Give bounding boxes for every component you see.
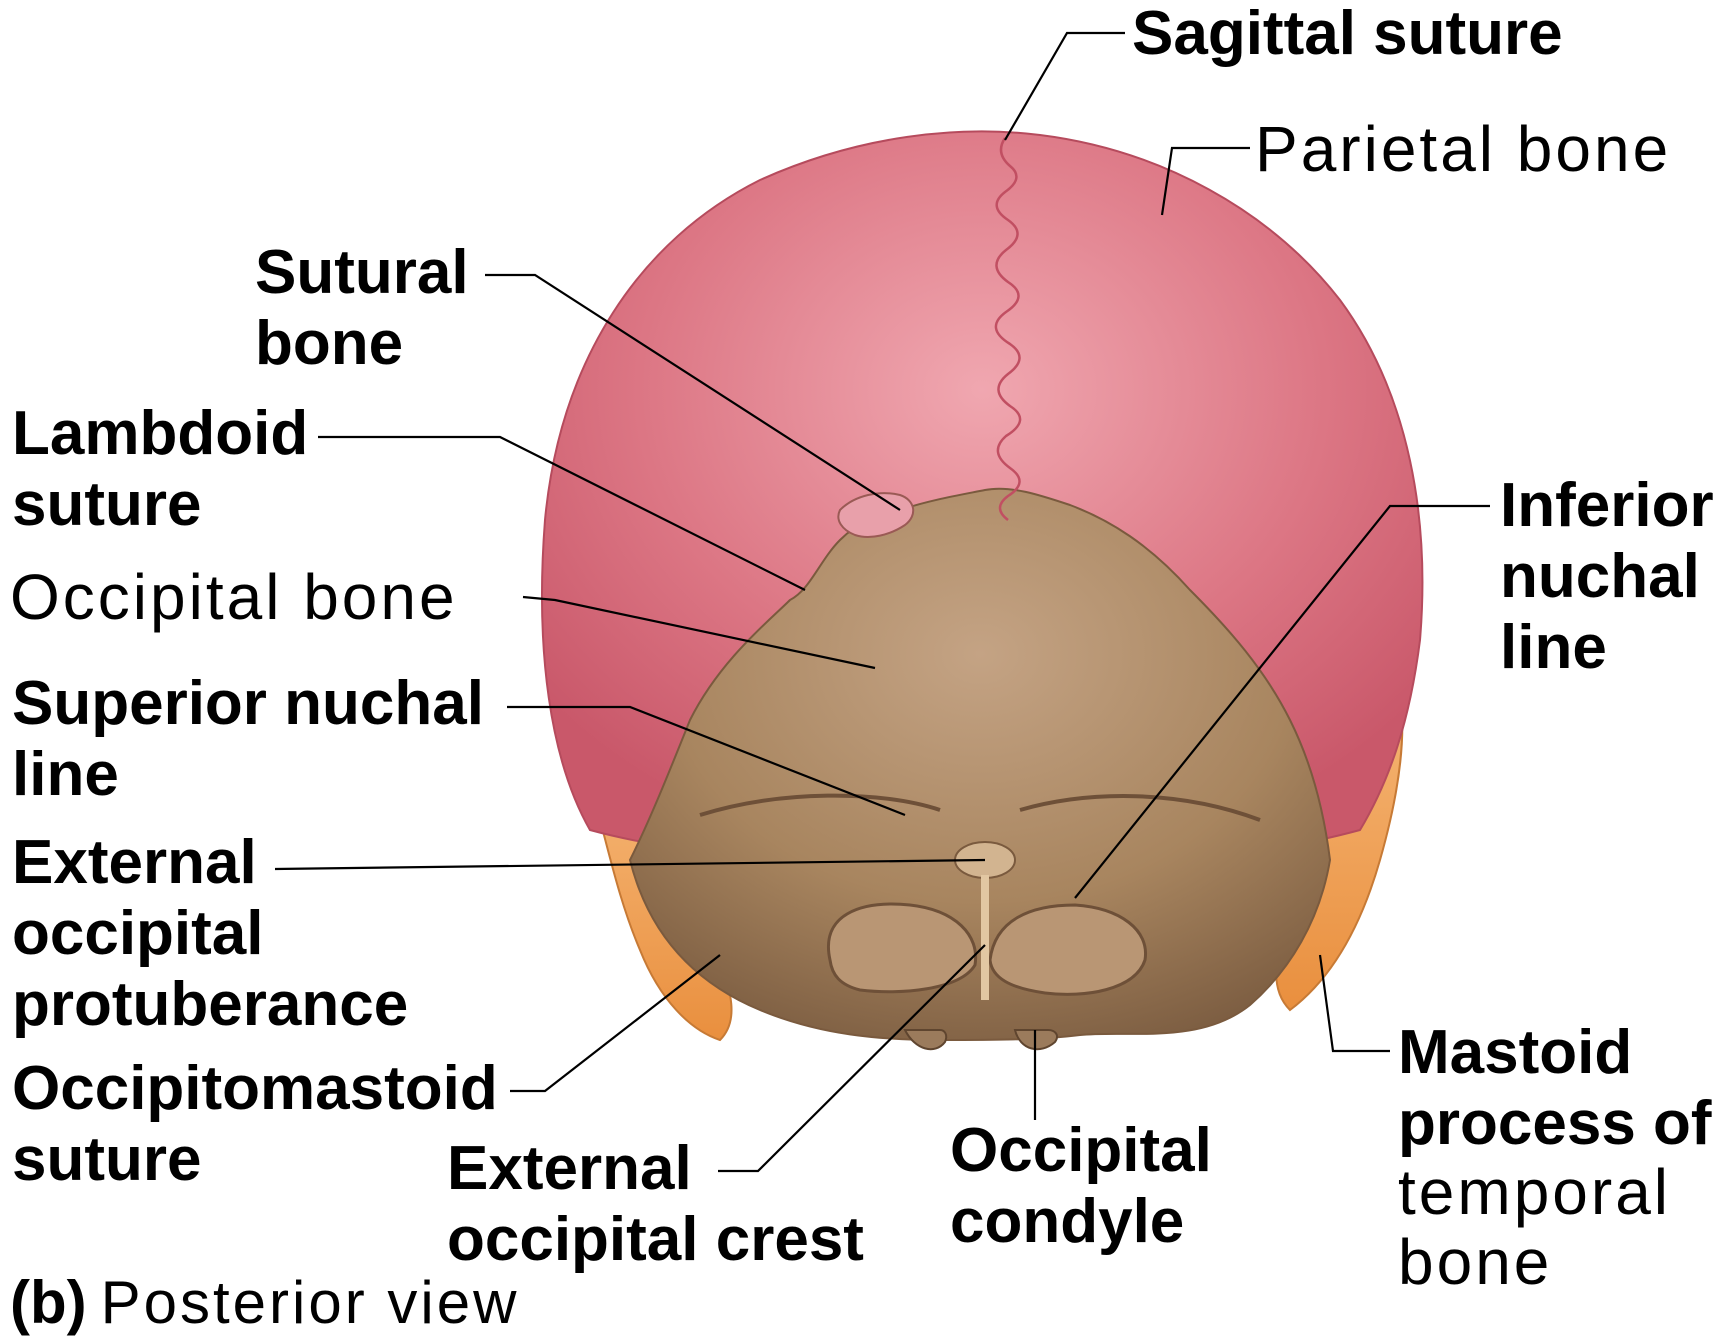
label-protuberance-line3: protuberance: [12, 974, 408, 1036]
label-lambdoid-suture-line2: suture: [12, 474, 308, 536]
label-inferior-nuchal-line3: line: [1500, 617, 1714, 679]
label-inferior-nuchal-line: Inferior nuchal line: [1500, 475, 1714, 679]
label-inferior-nuchal-line1: Inferior: [1500, 475, 1714, 537]
label-occipital-bone: Occipital bone: [10, 565, 458, 629]
label-temporal-line2: bone: [1398, 1230, 1671, 1294]
label-external-occipital-protuberance: External occipital protuberance: [12, 832, 408, 1036]
label-superior-nuchal-line-line1: Superior nuchal: [12, 673, 484, 735]
label-sutural-bone: Sutural bone: [255, 242, 469, 375]
label-condyle-line1: Occipital: [950, 1120, 1212, 1182]
label-occipitomastoid-line2: suture: [12, 1129, 498, 1191]
label-lambdoid-suture-line1: Lambdoid: [12, 403, 308, 465]
label-mastoid-process: Mastoid process of: [1398, 1022, 1712, 1155]
caption-tag: (b): [10, 1269, 87, 1336]
label-mastoid-line1: Mastoid: [1398, 1022, 1712, 1084]
leader-sagittal-suture: [1005, 33, 1125, 140]
label-sagittal-suture: Sagittal suture: [1132, 3, 1563, 65]
figure-caption: (b)Posterior view: [10, 1268, 519, 1337]
label-protuberance-line2: occipital: [12, 903, 408, 965]
label-condyle-line2: condyle: [950, 1191, 1212, 1253]
label-sutural-bone-line2: bone: [255, 313, 469, 375]
label-inferior-nuchal-line2: nuchal: [1500, 546, 1714, 608]
label-crest-line1: External: [447, 1138, 864, 1200]
label-lambdoid-suture: Lambdoid suture: [12, 403, 308, 536]
label-temporal-line1: temporal: [1398, 1160, 1671, 1224]
label-external-occipital-crest: External occipital crest: [447, 1138, 864, 1271]
label-superior-nuchal-line: Superior nuchal line: [12, 673, 484, 806]
label-mastoid-line2: process of: [1398, 1093, 1712, 1155]
label-occipitomastoid-line1: Occipitomastoid: [12, 1058, 498, 1120]
inferior-nuchal-right: [990, 905, 1146, 994]
label-crest-line2: occipital crest: [447, 1209, 864, 1271]
caption-text: Posterior view: [101, 1269, 520, 1336]
label-temporal-bone: temporal bone: [1398, 1160, 1671, 1294]
label-superior-nuchal-line-line2: line: [12, 744, 484, 806]
label-parietal-bone: Parietal bone: [1255, 117, 1671, 181]
label-protuberance-line1: External: [12, 832, 408, 894]
label-occipitomastoid-suture: Occipitomastoid suture: [12, 1058, 498, 1191]
label-sutural-bone-line1: Sutural: [255, 242, 469, 304]
label-occipital-condyle: Occipital condyle: [950, 1120, 1212, 1253]
occipital-condyle-left: [905, 1030, 946, 1049]
